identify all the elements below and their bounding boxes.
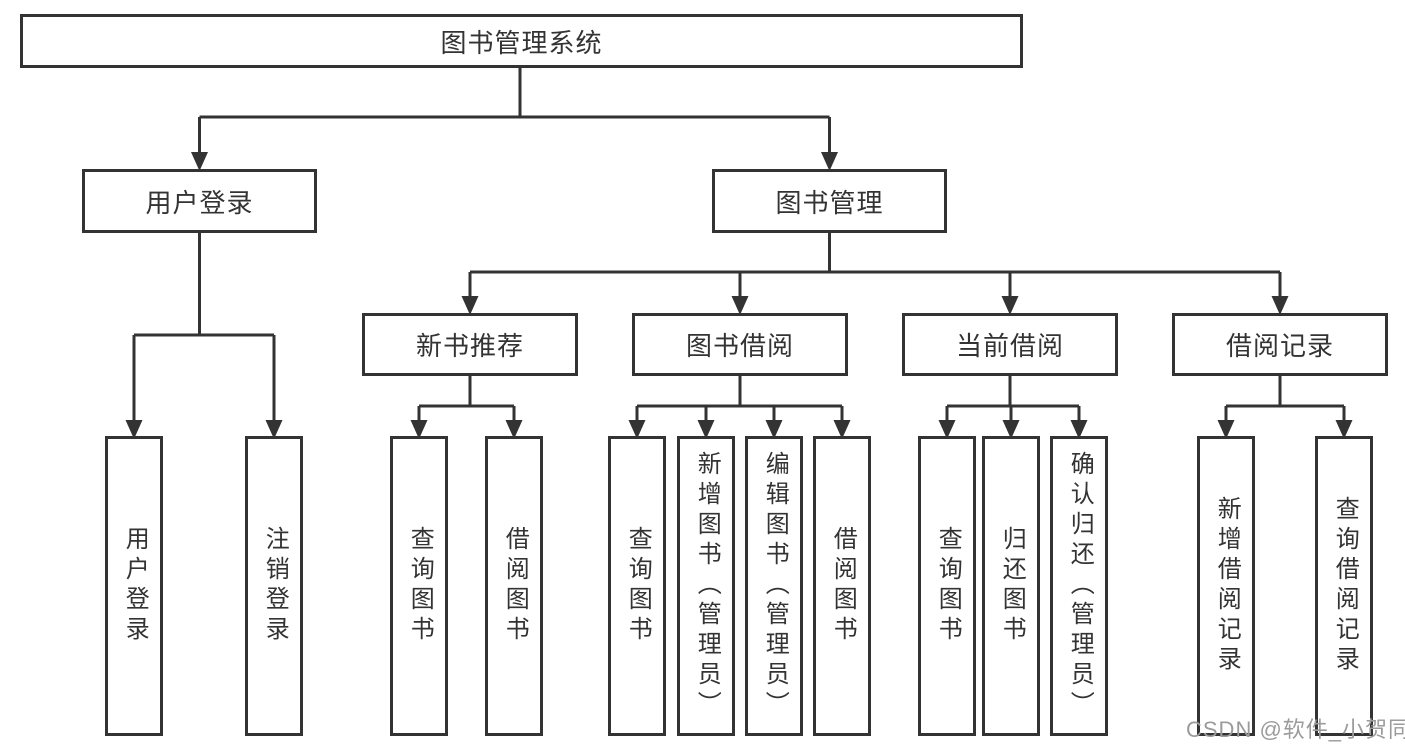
leaf-label: 借阅图书 [829,526,857,646]
leaf-query-books-current: 查询图书 [918,436,976,736]
node-borrowing-records: 借阅记录 [1172,313,1388,376]
node-user-login: 用户登录 [82,169,317,233]
leaf-label: 确认归还（管理员） [1066,451,1094,721]
leaf-confirm-return-admin: 确认归还（管理员） [1050,436,1108,736]
leaf-edit-books-admin: 编辑图书（管理员） [745,436,803,736]
leaf-label: 查询图书 [406,526,434,646]
leaf-borrow-books-recommend: 借阅图书 [485,436,543,736]
arrowheads [125,152,1353,439]
node-label: 图书借阅 [685,331,794,361]
leaf-query-books-recommend: 查询图书 [390,436,448,736]
leaf-label: 注销登录 [261,526,289,646]
leaf-borrow-books-borrowing: 借阅图书 [813,436,871,736]
leaf-query-books-borrowing: 查询图书 [608,436,666,736]
node-current-borrowing: 当前借阅 [902,313,1118,376]
node-book-borrowing: 图书借阅 [632,313,848,376]
leaf-label: 新增借阅记录 [1213,496,1241,676]
node-label: 用户登录 [145,187,254,218]
leaf-return-books: 归还图书 [982,436,1040,736]
csdn-watermark: CSDN @软件_小贺同学 [1186,717,1405,742]
node-label: 借阅记录 [1225,331,1334,361]
node-new-book-recommend: 新书推荐 [362,313,578,376]
leaf-label: 归还图书 [998,526,1026,646]
leaf-label: 查询借阅记录 [1331,496,1359,676]
node-label: 当前借阅 [955,331,1064,361]
node-book-management: 图书管理 [712,169,947,233]
leaf-label: 新增图书（管理员） [693,451,721,721]
leaf-logout: 注销登录 [245,436,303,736]
node-library-management-system: 图书管理系统 [20,14,1023,68]
leaf-label: 查询图书 [934,526,962,646]
leaf-label: 用户登录 [121,526,149,646]
leaf-label: 借阅图书 [501,526,529,646]
leaf-add-borrow-record: 新增借阅记录 [1197,436,1255,736]
leaf-label: 编辑图书（管理员） [761,451,789,721]
leaf-user-login: 用户登录 [105,436,163,736]
leaf-add-books-admin: 新增图书（管理员） [677,436,735,736]
leaf-query-borrow-record: 查询借阅记录 [1315,436,1373,736]
node-label: 图书管理 [775,187,884,218]
connector-strokes [132,68,1346,424]
leaf-label: 查询图书 [624,526,652,646]
node-label: 图书管理系统 [440,27,603,58]
node-label: 新书推荐 [415,331,524,361]
